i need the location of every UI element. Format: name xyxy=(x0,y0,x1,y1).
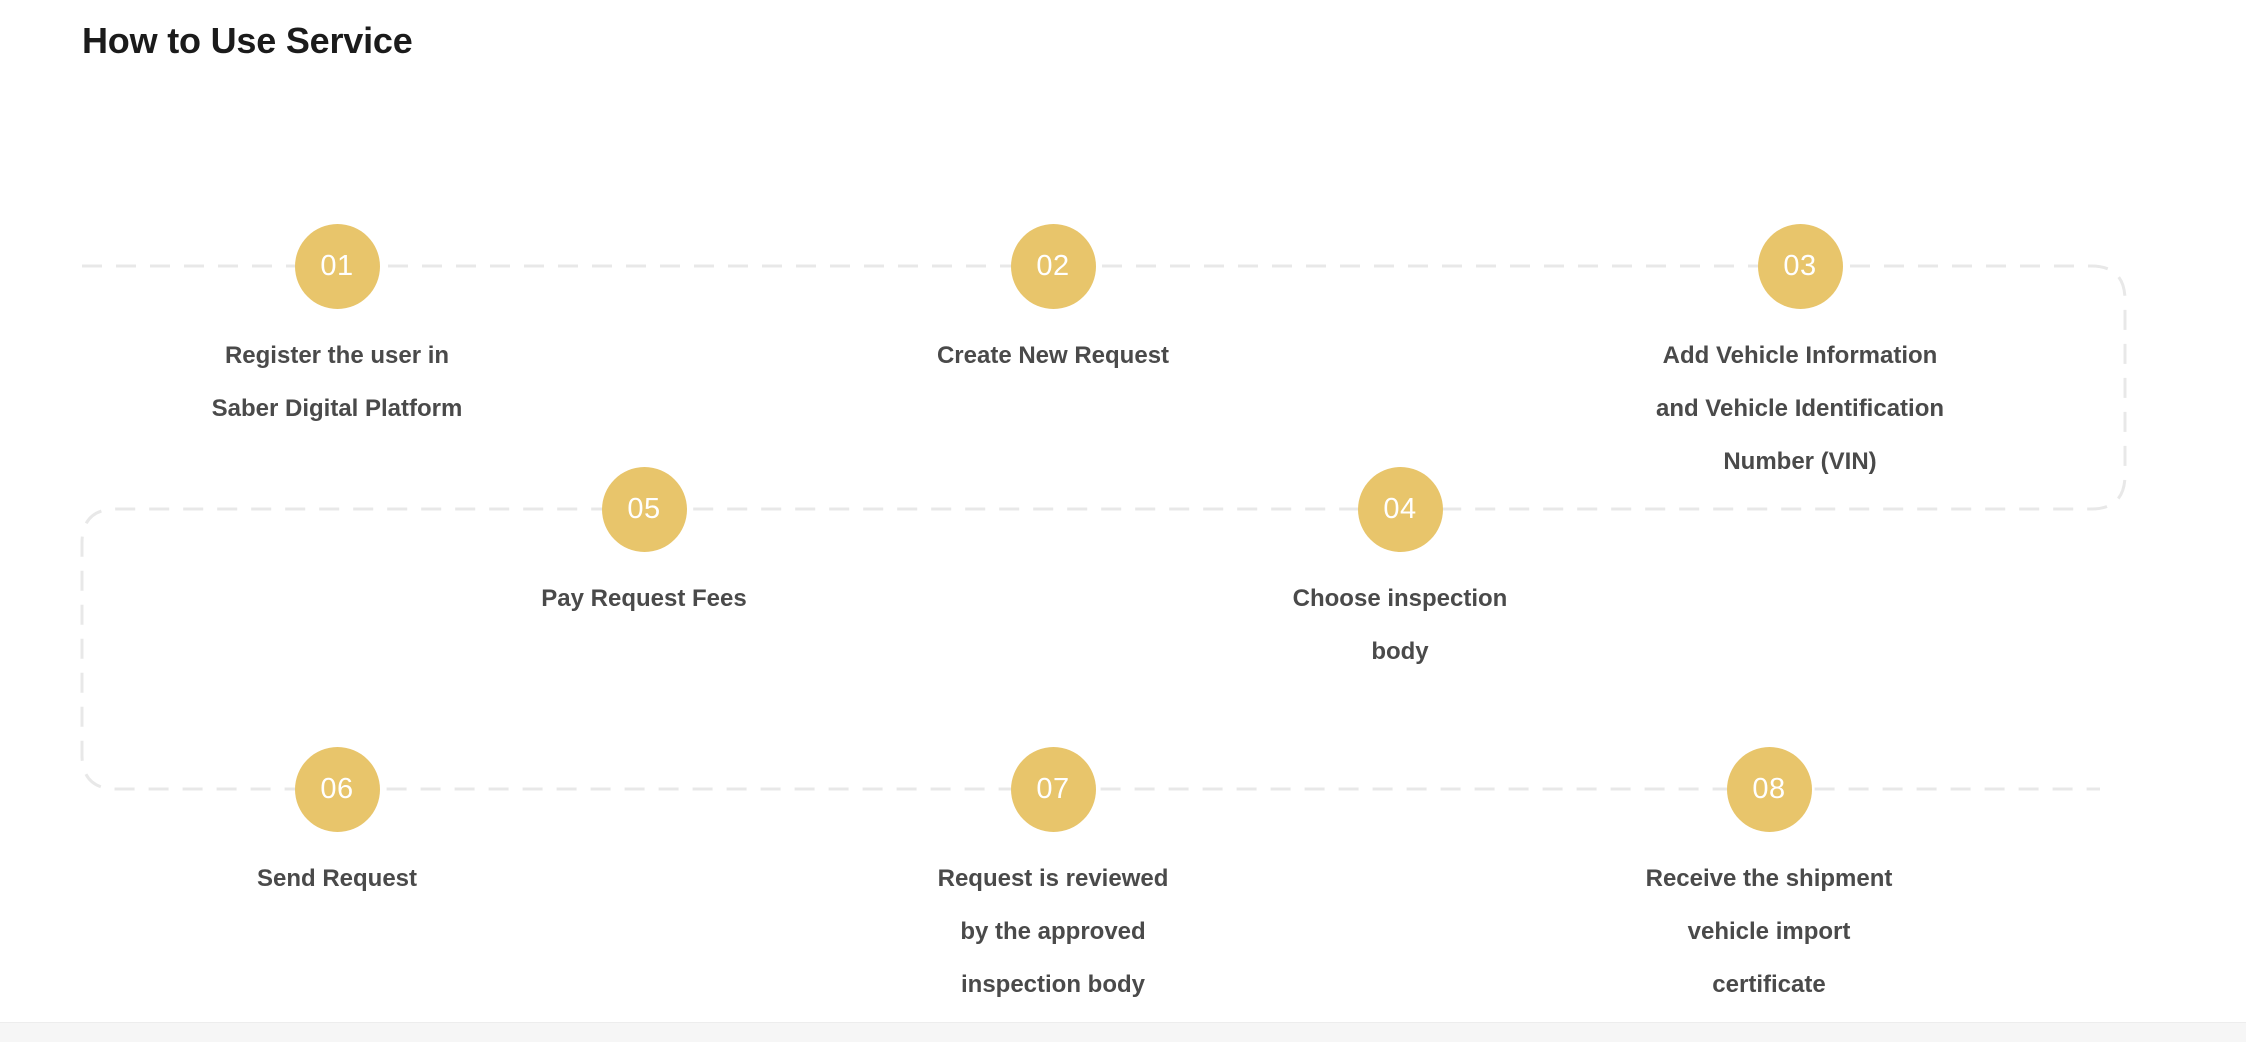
step-number-badge-07: 07 xyxy=(1010,747,1096,832)
step-label-04: Choose inspection body xyxy=(1292,585,1508,665)
step-number-badge-06: 06 xyxy=(294,747,380,832)
flow-step-04[interactable]: 04 Choose inspection body xyxy=(1220,467,1580,678)
step-label-03: Add Vehicle Information and Vehicle Iden… xyxy=(1655,342,1945,475)
step-number-badge-08: 08 xyxy=(1726,747,1812,832)
flow-step-08[interactable]: 08 Receive the shipment vehicle import c… xyxy=(1589,747,1949,1011)
step-number-badge-05: 05 xyxy=(601,467,687,552)
flow-step-06[interactable]: 06 Send Request xyxy=(157,747,517,905)
page-bottom-band xyxy=(0,1022,2246,1042)
step-number-badge-01: 01 xyxy=(294,224,380,309)
step-label-07: Request is reviewed by the approved insp… xyxy=(937,865,1169,998)
page-title: How to Use Service xyxy=(82,20,413,61)
flow-step-07[interactable]: 07 Request is reviewed by the approved i… xyxy=(873,747,1233,1011)
flow-step-05[interactable]: 05 Pay Request Fees xyxy=(464,467,824,625)
step-label-06: Send Request xyxy=(256,865,418,892)
step-label-05: Pay Request Fees xyxy=(541,585,747,612)
flow-step-02[interactable]: 02 Create New Request xyxy=(873,224,1233,382)
step-number-badge-02: 02 xyxy=(1010,224,1096,309)
step-number-badge-04: 04 xyxy=(1357,467,1443,552)
step-label-01: Register the user in Saber Digital Platf… xyxy=(211,342,463,422)
step-label-08: Receive the shipment vehicle import cert… xyxy=(1645,865,1893,998)
step-label-02: Create New Request xyxy=(936,342,1170,369)
flow-step-03[interactable]: 03 Add Vehicle Information and Vehicle I… xyxy=(1620,224,1980,488)
flow-step-01[interactable]: 01 Register the user in Saber Digital Pl… xyxy=(157,224,517,435)
step-number-badge-03: 03 xyxy=(1757,224,1843,309)
